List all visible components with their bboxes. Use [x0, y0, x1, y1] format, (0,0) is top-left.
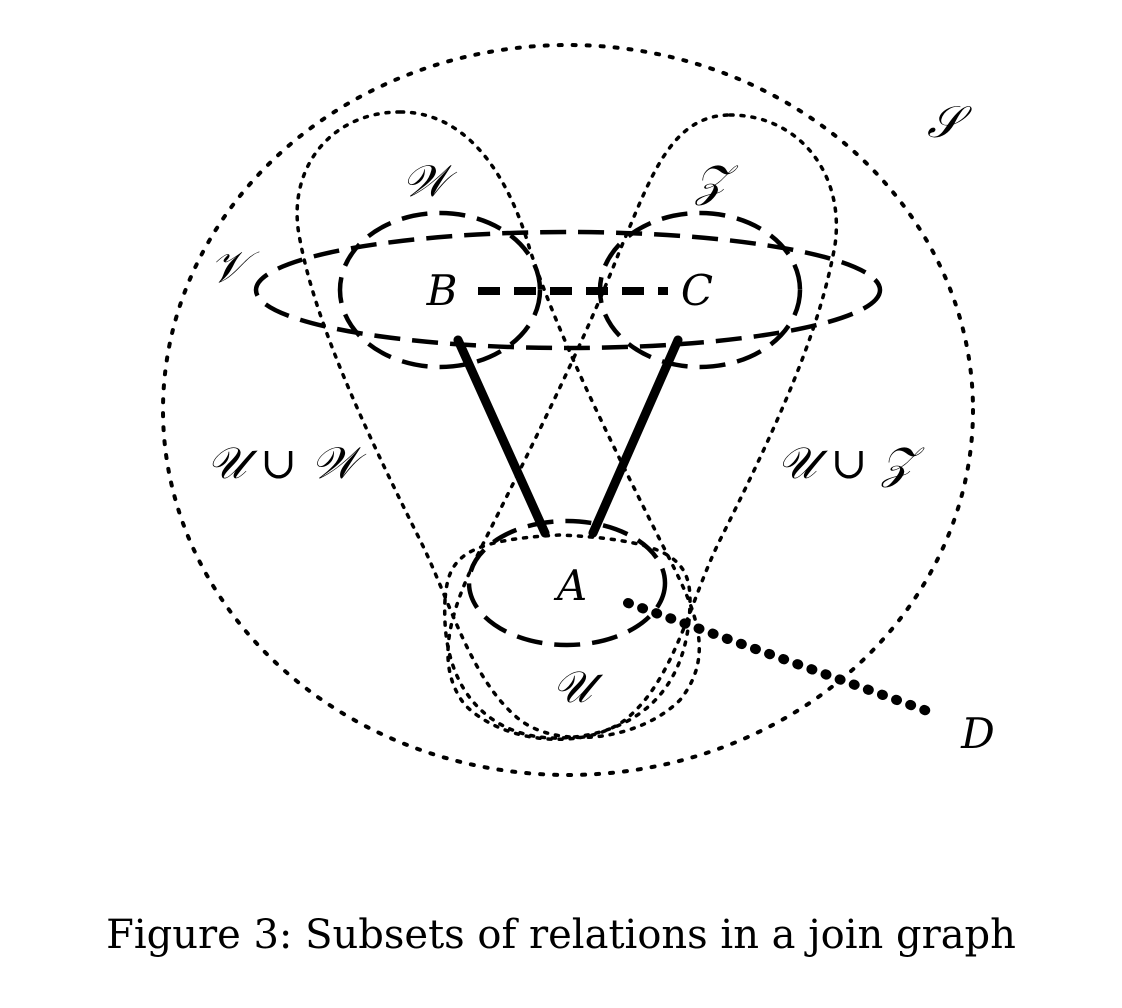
node-c-label: C — [681, 266, 713, 315]
edge-a-d — [623, 598, 935, 717]
node-a-label: A — [553, 561, 587, 610]
edge-b-a — [453, 335, 550, 538]
set-v-label: 𝒱 — [210, 242, 260, 293]
node-a-boundary — [466, 518, 668, 648]
set-u-union-w-label: 𝒰 ∪ 𝒲 — [207, 438, 367, 489]
set-s-label: 𝒮 — [927, 97, 972, 148]
set-w-label: 𝒲 — [402, 156, 458, 207]
set-u-label: 𝒰 — [552, 662, 603, 713]
set-u-union-z-label: 𝒰 ∪ 𝒵 — [777, 438, 925, 489]
node-b-label: B — [426, 266, 458, 315]
set-s-boundary — [161, 43, 975, 777]
set-v-boundary — [253, 229, 883, 351]
figure-caption: Figure 3: Subsets of relations in a join… — [106, 912, 1016, 958]
edge-c-a — [588, 335, 683, 538]
node-d-label: D — [960, 709, 995, 758]
set-z-label: 𝒵 — [694, 156, 739, 207]
set-w-boundary — [295, 110, 702, 740]
node-b-boundary — [337, 210, 543, 370]
